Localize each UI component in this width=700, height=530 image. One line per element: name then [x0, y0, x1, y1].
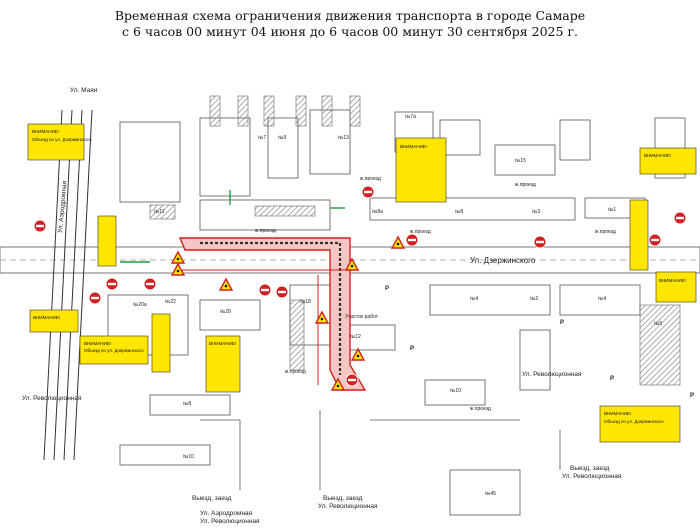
svg-text:№4: №4	[598, 296, 606, 302]
svg-text:№18: №18	[300, 299, 311, 305]
svg-text:№22: №22	[165, 299, 176, 305]
svg-text:№5: №5	[654, 321, 662, 327]
svg-text:№9: №9	[278, 135, 286, 141]
building-numbers: №7а №7 №9 №13 №15 №8а №8 №3 №11 №1 №22 №…	[133, 114, 662, 497]
svg-text:№15: №15	[515, 158, 526, 164]
svg-text:P: P	[690, 393, 694, 399]
info-plate-left-mid	[97, 215, 117, 267]
info-plate-top-center: ВНИМАНИЕ!	[395, 137, 447, 203]
exit-label-right: Выезд, заезд	[570, 465, 610, 472]
svg-text:№20: №20	[220, 309, 231, 315]
exit-label-left: Ул. Аэродромная	[200, 510, 253, 517]
block-north-central	[199, 199, 331, 231]
info-plate-right-vert	[629, 199, 649, 271]
info-plate-right-bottom: ВНИМАНИЕ! Объезд по ул. Дзержинского	[599, 405, 681, 443]
svg-text:P: P	[410, 346, 414, 352]
svg-text:ж.проезд: ж.проезд	[595, 229, 616, 235]
svg-text:P: P	[560, 320, 564, 326]
svg-text:Объезд по ул. Дзержинского: Объезд по ул. Дзержинского	[84, 348, 144, 353]
svg-text:ВНИМАНИЕ!: ВНИМАНИЕ!	[644, 153, 671, 158]
svg-text:№1: №1	[608, 207, 616, 213]
svg-text:№7а: №7а	[405, 114, 416, 120]
svg-text:ж.проезд: ж.проезд	[255, 228, 276, 234]
svg-text:Объезд по ул. Дзержинского: Объезд по ул. Дзержинского	[32, 137, 92, 142]
svg-text:№2: №2	[530, 296, 538, 302]
info-plate-center-low: ВНИМАНИЕ!	[205, 335, 241, 393]
svg-text:№11: №11	[154, 209, 165, 215]
svg-text:P: P	[610, 376, 614, 382]
buildings-hatched	[149, 95, 361, 220]
info-plate-top-left: ВНИМАНИЕ! Объезд по ул. Дзержинского	[27, 123, 92, 161]
svg-text:№3: №3	[532, 209, 540, 215]
info-plate-left-low: ВНИМАНИЕ!	[29, 309, 79, 333]
exit-label-mid: Выезд, заезд	[323, 495, 363, 502]
svg-text:№20а: №20а	[133, 302, 147, 308]
svg-text:ВНИМАНИЕ!: ВНИМАНИЕ!	[659, 278, 686, 283]
svg-text:№8: №8	[455, 209, 463, 215]
svg-text:№13: №13	[338, 135, 349, 141]
block-north-right	[369, 197, 576, 221]
map-title-line2: с 6 часов 00 минут 04 июня до 6 часов 00…	[122, 24, 578, 39]
exit-label-far-left: Выезд, заезд	[192, 495, 232, 502]
svg-text:ВНИМАНИЕ!: ВНИМАНИЕ!	[604, 411, 631, 416]
street-label-revolutsionnaya-left: Ул. Революционная	[22, 395, 82, 402]
street-label-mayi: Ул. Маяи	[70, 87, 98, 94]
info-plate-left-bottom: ВНИМАНИЕ! Объезд по ул. Дзержинского	[79, 335, 149, 365]
exit-label-far-left-to: Ул. Революционная	[200, 518, 260, 525]
svg-text:ВНИМАНИЕ!: ВНИМАНИЕ!	[33, 315, 60, 320]
railway	[43, 109, 93, 461]
svg-text:№12: №12	[350, 334, 361, 340]
info-plate-top-right: ВНИМАНИЕ!	[639, 147, 697, 175]
street-label-revolutsionnaya-right: Ул. Революционная	[522, 371, 582, 378]
svg-text:ВНИМАНИЕ!: ВНИМАНИЕ!	[400, 144, 427, 149]
svg-text:№45: №45	[485, 491, 496, 497]
svg-text:ж.проезд: ж.проезд	[410, 229, 431, 235]
svg-text:ж.проезд: ж.проезд	[470, 406, 491, 412]
detour-arrows	[120, 190, 345, 263]
svg-text:ВНИМАНИЕ!: ВНИМАНИЕ!	[32, 129, 59, 134]
svg-text:ВНИМАНИЕ!: ВНИМАНИЕ!	[209, 341, 236, 346]
svg-text:ВНИМАНИЕ!: ВНИМАНИЕ!	[84, 341, 111, 346]
svg-text:P: P	[385, 286, 389, 292]
driveway-labels: ж.проезд ж.проезд ж.проезд ж.проезд ж.пр…	[255, 176, 616, 412]
svg-text:№8а: №8а	[372, 209, 383, 215]
svg-text:№10: №10	[183, 454, 194, 460]
svg-text:№4: №4	[470, 296, 478, 302]
svg-text:№10: №10	[450, 388, 461, 394]
info-plate-center-vert	[151, 313, 171, 373]
building-hatched-right	[639, 304, 681, 386]
info-plate-right-mid: ВНИМАНИЕ!	[655, 271, 697, 303]
svg-text:ж.проезд: ж.проезд	[515, 182, 536, 188]
map-title-line1: Временная схема ограничения движения тра…	[114, 8, 586, 23]
exit-label-mid-to: Ул. Революционная	[318, 503, 378, 510]
svg-text:ж.проезд: ж.проезд	[360, 176, 381, 182]
street-label-aerodromnaya: Ул. Аэродромная	[57, 180, 69, 233]
street-label-dzerzhinskogo: Ул. Дзержинского	[470, 256, 536, 265]
svg-text:ж.проезд: ж.проезд	[285, 369, 306, 375]
svg-text:Объезд по ул. Дзержинского: Объезд по ул. Дзержинского	[604, 419, 664, 424]
exit-label-right-to: Ул. Революционная	[562, 473, 622, 480]
work-zone-label: Участок работ	[345, 314, 379, 320]
bottom-driveways	[200, 410, 561, 490]
svg-text:№8: №8	[183, 401, 191, 407]
svg-text:№7: №7	[258, 135, 266, 141]
building-hatched-center	[289, 299, 305, 371]
